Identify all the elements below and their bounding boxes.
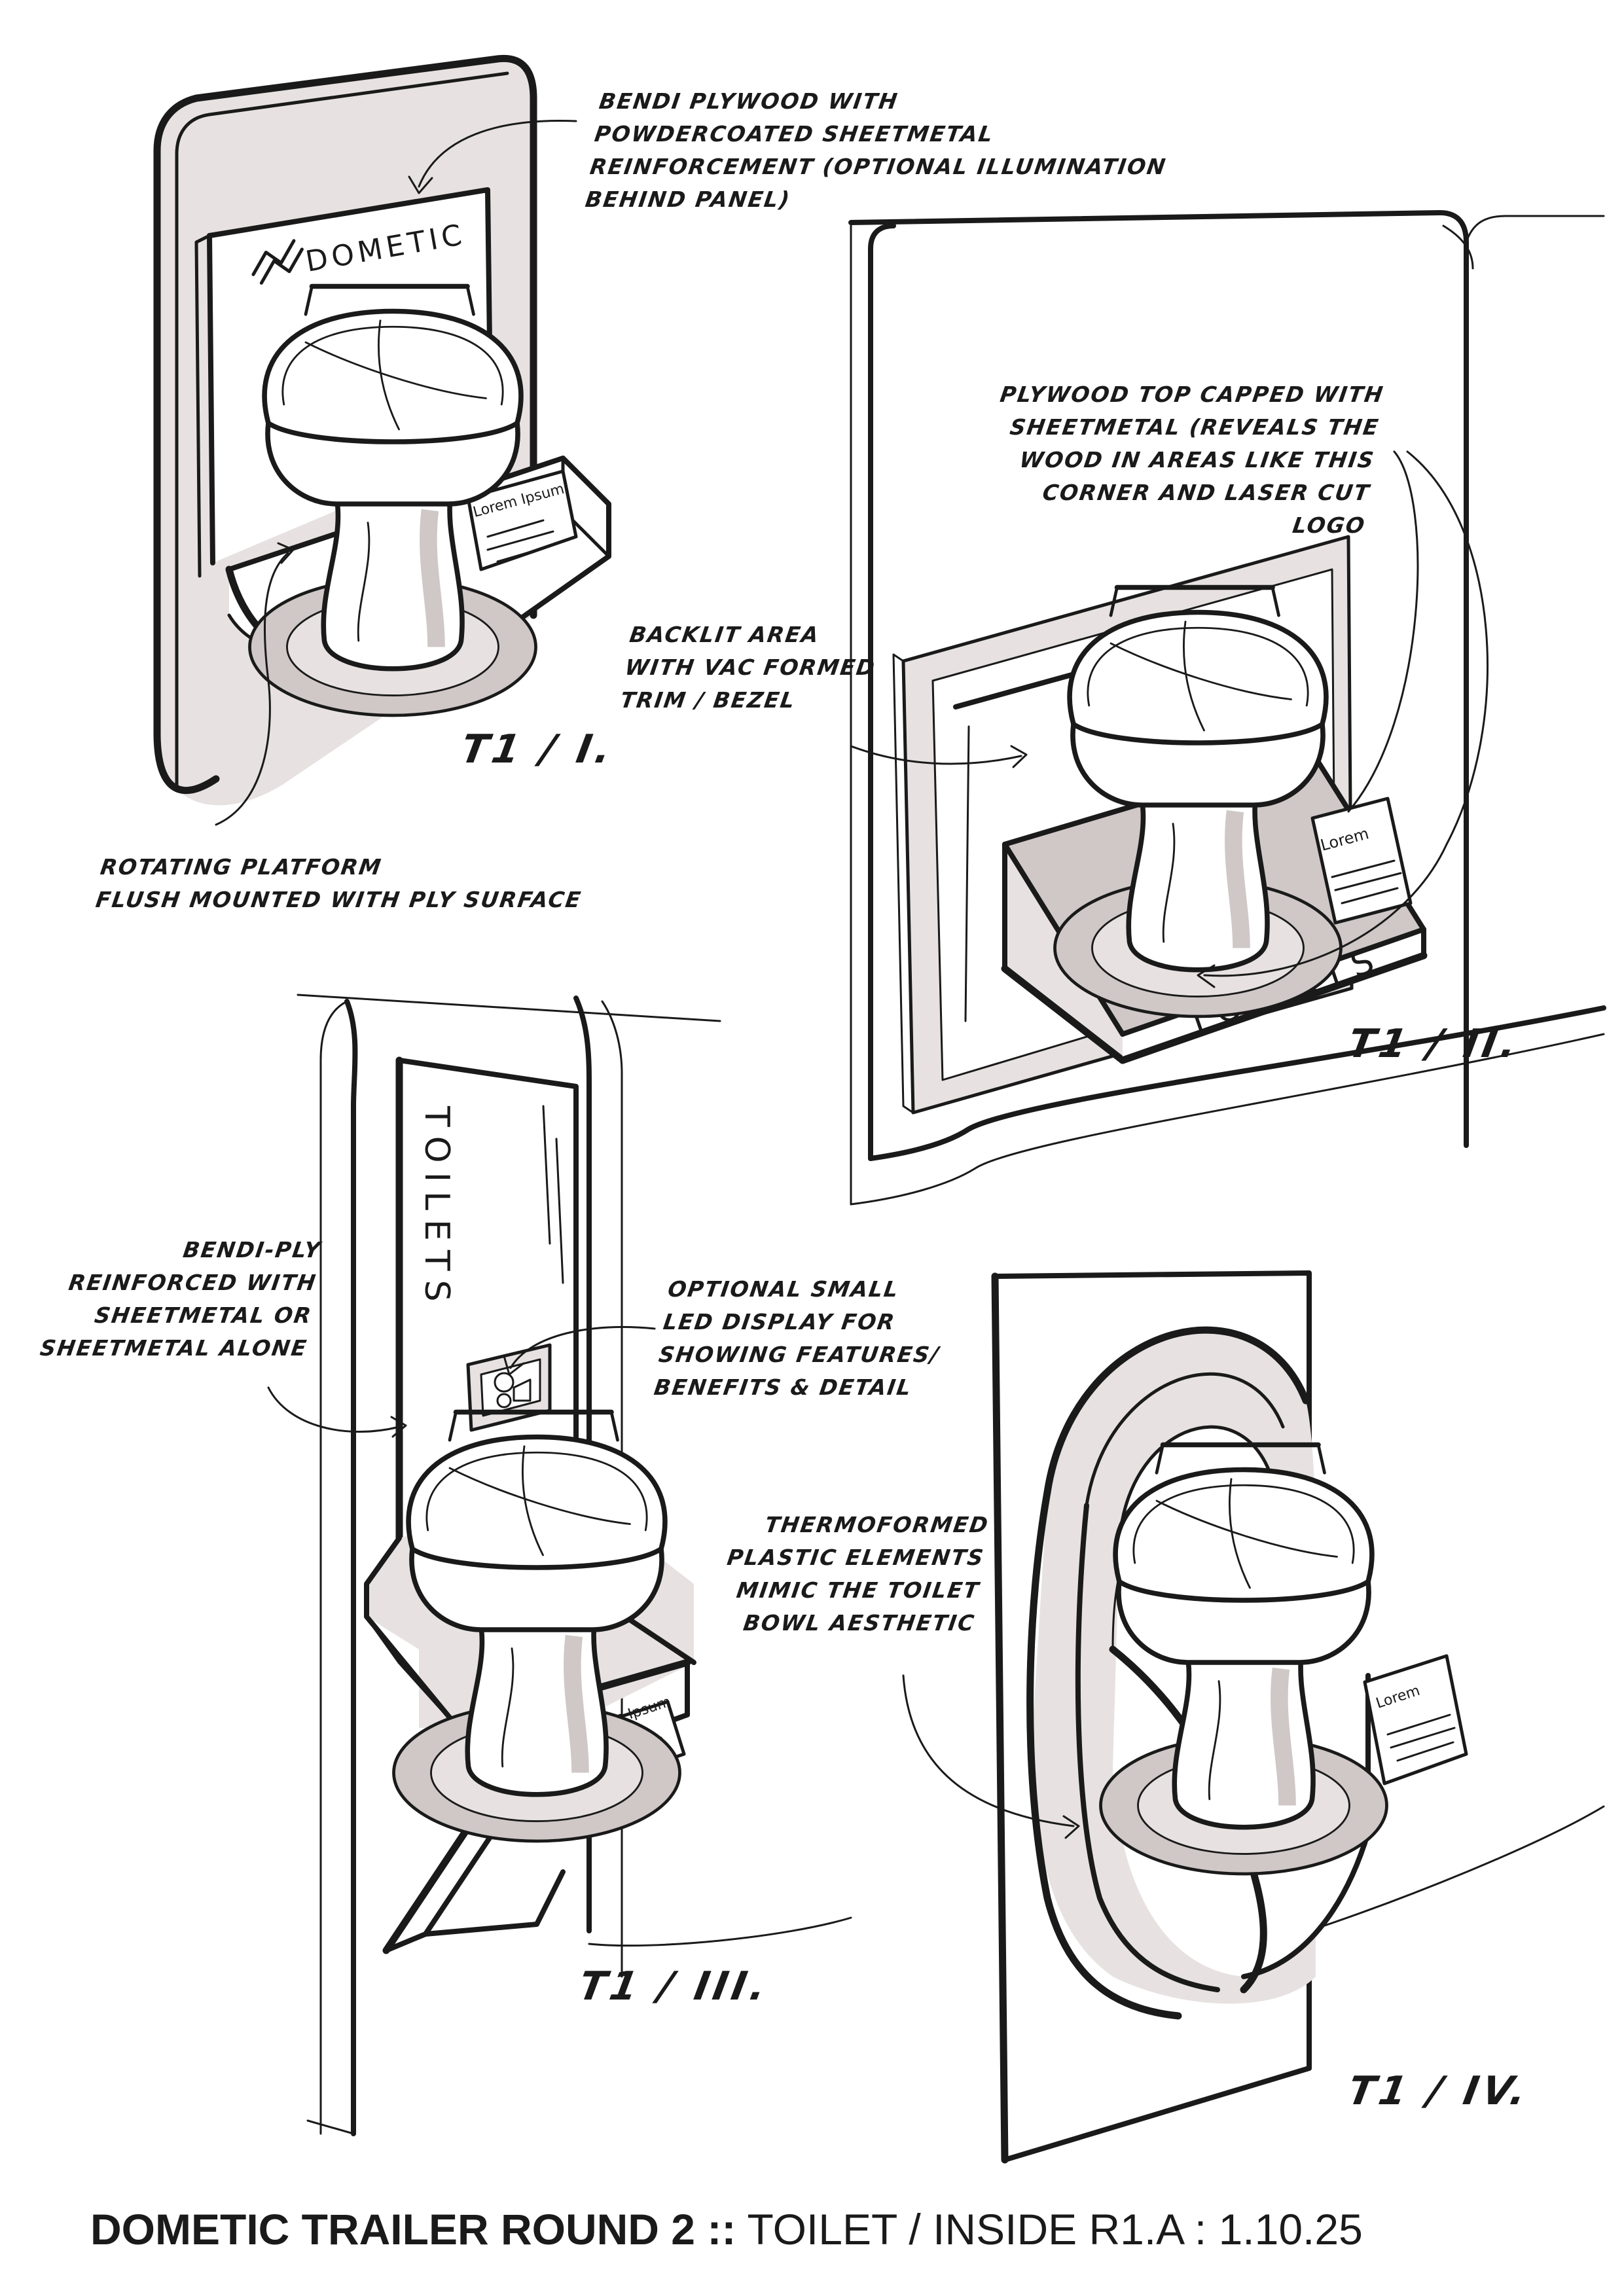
- sketch-t1-ii: TOILETS Lorem: [848, 210, 1606, 1206]
- sketch-t1-iii: TOILETS Lorem Ipsum: [267, 994, 852, 2136]
- sheet-title: DOMETIC TRAILER ROUND 2 :: TOILET / INSI…: [90, 2204, 1363, 2254]
- dometic-logo-icon: [251, 239, 304, 285]
- label-t1-iv: T1 / IV.: [1344, 2068, 1534, 2114]
- sheet-title-regular: TOILET / INSIDE R1.A : 1.10.25: [736, 2205, 1363, 2253]
- label-t1-iii: T1 / III.: [575, 1964, 774, 2009]
- note-bendi-ply: BENDI-PLY REINFORCED WITH SHEETMETAL OR …: [38, 1237, 323, 1361]
- label-t1-ii: T1 / II.: [1344, 1021, 1524, 1067]
- note-rotating-platform: ROTATING PLATFORM FLUSH MOUNTED WITH PLY…: [94, 854, 584, 912]
- led-display-camera-icon: [494, 1372, 532, 1408]
- note-plywood-top: PLYWOOD TOP CAPPED WITH SHEETMETAL (REVE…: [998, 382, 1386, 538]
- note-bendi-plywood: BENDI PLYWOOD WITH POWDERCOATED SHEETMET…: [583, 88, 1168, 212]
- note-thermoformed: THERMOFORMED PLASTIC ELEMENTS MIMIC THE …: [725, 1512, 991, 1636]
- note-led-display: OPTIONAL SMALL LED DISPLAY FOR SHOWING F…: [652, 1276, 942, 1400]
- sketch-t1-i: DOMETIC Lorem Ipsum: [153, 54, 611, 826]
- label-t1-i: T1 / I.: [457, 726, 619, 772]
- t1-iii-vertical-text: TOILETS: [417, 1105, 456, 1311]
- sheet-title-bold: DOMETIC TRAILER ROUND 2 ::: [90, 2205, 736, 2253]
- note-backlit-area: BACKLIT AREA WITH VAC FORMED TRIM / BEZE…: [619, 622, 878, 713]
- sketch-t1-iv: Lorem: [902, 1270, 1605, 2164]
